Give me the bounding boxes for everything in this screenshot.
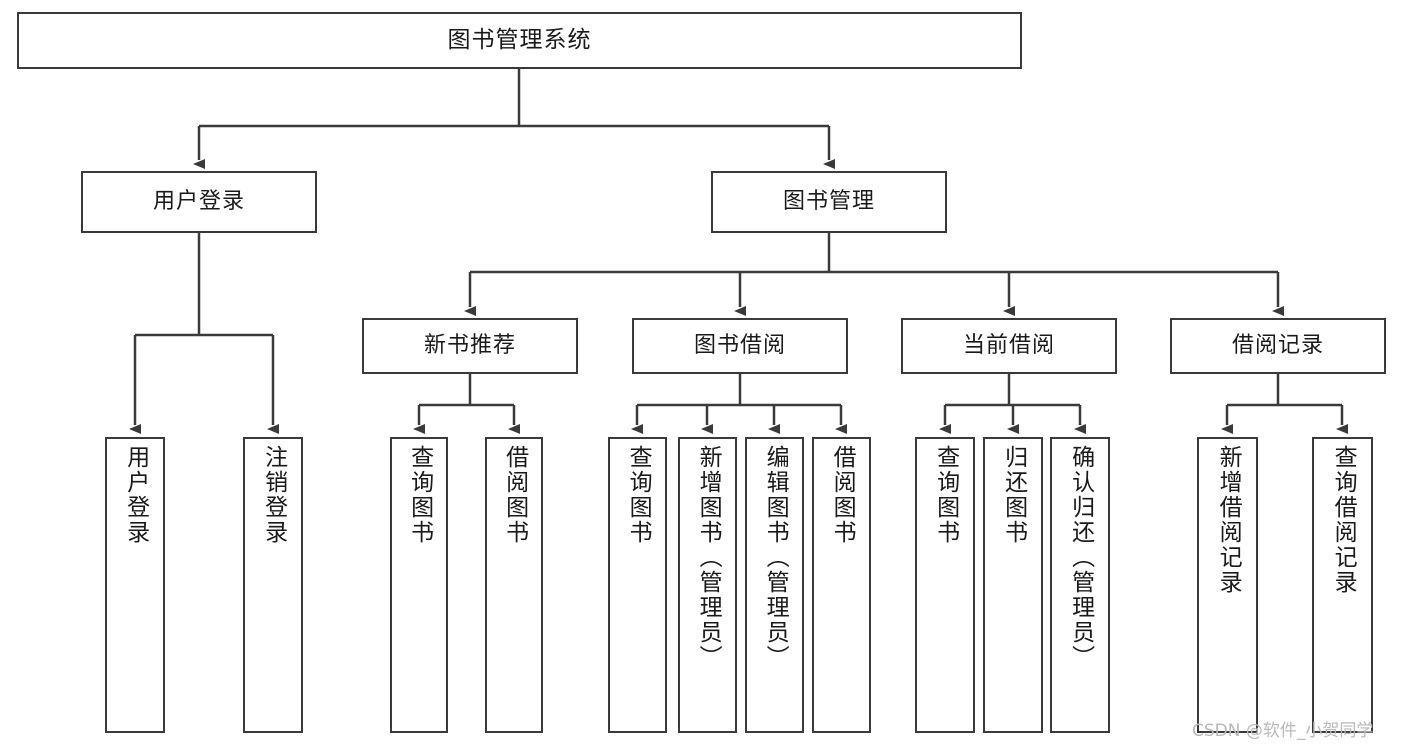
leaf-user-login[interactable]: 用户登录 <box>105 437 165 733</box>
leaf-borrow-book[interactable]: 借阅图书 <box>812 437 871 733</box>
node-label: 新增借阅记录 <box>1215 445 1242 595</box>
node-label: 查询图书 <box>932 445 959 545</box>
node-user-login[interactable]: 用户登录 <box>81 171 317 233</box>
leaf-query-book-current[interactable]: 查询图书 <box>915 437 975 733</box>
node-label: 借阅图书 <box>829 445 856 545</box>
node-label: 图书管理 <box>782 188 875 214</box>
node-label: 新书推荐 <box>423 332 516 358</box>
node-label: 编辑图书（管理员） <box>762 445 789 670</box>
node-label: 归还图书 <box>1000 445 1027 545</box>
node-label: 借阅记录 <box>1231 332 1324 358</box>
leaf-confirm-return-admin[interactable]: 确认归还（管理员） <box>1050 437 1110 733</box>
node-label: 确认归还（管理员） <box>1067 445 1094 670</box>
node-root-book-management-system[interactable]: 图书管理系统 <box>17 12 1022 69</box>
node-borrow-record[interactable]: 借阅记录 <box>1170 318 1386 374</box>
node-label: 用户登录 <box>122 445 149 545</box>
node-label: 借阅图书 <box>501 445 528 545</box>
csdn-watermark: CSDN @软件_小贺同学 <box>1192 721 1374 741</box>
leaf-add-book-admin[interactable]: 新增图书（管理员） <box>678 437 737 733</box>
leaf-add-borrow-record[interactable]: 新增借阅记录 <box>1197 437 1258 733</box>
leaf-return-book[interactable]: 归还图书 <box>983 437 1043 733</box>
node-label: 新增图书（管理员） <box>695 445 722 670</box>
leaf-edit-book-admin[interactable]: 编辑图书（管理员） <box>745 437 804 733</box>
node-label: 图书借阅 <box>693 332 786 358</box>
leaf-query-book-recommend[interactable]: 查询图书 <box>390 437 448 733</box>
leaf-query-borrow-record[interactable]: 查询借阅记录 <box>1312 437 1373 733</box>
node-new-book-recommend[interactable]: 新书推荐 <box>362 318 578 374</box>
node-label: 用户登录 <box>152 188 245 214</box>
node-label: 查询图书 <box>625 445 652 545</box>
leaf-borrow-book-recommend[interactable]: 借阅图书 <box>485 437 543 733</box>
node-label: 查询借阅记录 <box>1330 445 1357 595</box>
node-book-management[interactable]: 图书管理 <box>711 171 947 233</box>
leaf-query-book-borrow[interactable]: 查询图书 <box>608 437 667 733</box>
node-label: 注销登录 <box>260 445 287 545</box>
node-book-borrow[interactable]: 图书借阅 <box>632 318 848 374</box>
node-label: 查询图书 <box>406 445 433 545</box>
node-label: 图书管理系统 <box>447 26 592 53</box>
leaf-user-logout[interactable]: 注销登录 <box>243 437 303 733</box>
node-current-borrow[interactable]: 当前借阅 <box>901 318 1117 374</box>
node-label: 当前借阅 <box>962 332 1055 358</box>
